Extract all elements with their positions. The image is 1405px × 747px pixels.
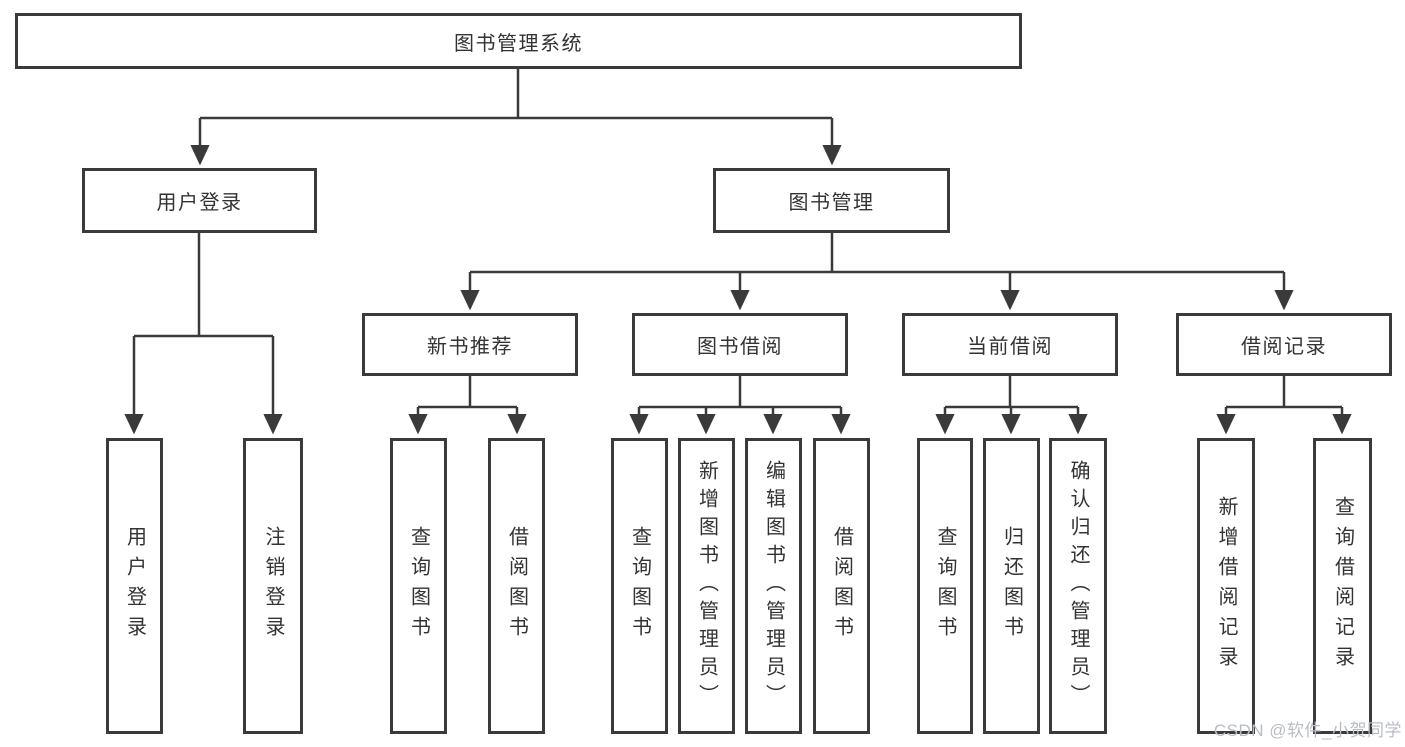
connector-root-to-level2 <box>190 69 842 166</box>
node-leaf-recommend-borrow-book: 借阅图书 <box>488 438 545 734</box>
node-leaf-add-book-admin-label: 新增图书（管理员） <box>695 460 718 712</box>
node-leaf-logout: 注销登录 <box>243 438 303 734</box>
node-new-book-recommend: 新书推荐 <box>362 313 578 376</box>
node-leaf-confirm-return-admin: 确认归还（管理员） <box>1049 438 1107 734</box>
node-borrow-records-label: 借阅记录 <box>1241 336 1327 358</box>
node-leaf-borrow-query-book-label: 查询图书 <box>628 526 651 646</box>
node-leaf-recommend-query-book-label: 查询图书 <box>407 526 430 646</box>
node-leaf-edit-book-admin: 编辑图书（管理员） <box>745 438 802 734</box>
node-leaf-query-borrow-record-label: 查询借阅记录 <box>1331 496 1354 676</box>
node-leaf-confirm-return-admin-label: 确认归还（管理员） <box>1067 460 1089 712</box>
node-book-borrow-label: 图书借阅 <box>697 336 783 358</box>
node-leaf-current-query-book-label: 查询图书 <box>934 526 956 646</box>
node-leaf-add-borrow-record-label: 新增借阅记录 <box>1215 496 1237 676</box>
connector-borrow-records-to-leaves <box>1216 376 1352 435</box>
node-leaf-edit-book-admin-label: 编辑图书（管理员） <box>762 460 785 712</box>
node-leaf-borrow-borrow-book: 借阅图书 <box>813 438 870 734</box>
node-leaf-logout-label: 注销登录 <box>262 526 284 646</box>
node-user-login-label: 用户登录 <box>156 192 243 214</box>
node-leaf-borrow-borrow-book-label: 借阅图书 <box>830 526 853 646</box>
node-root-label: 图书管理系统 <box>454 32 583 55</box>
connector-new-book-recommend-to-leaves <box>408 376 527 435</box>
connector-current-borrow-to-leaves <box>935 376 1088 435</box>
node-leaf-add-borrow-record: 新增借阅记录 <box>1197 438 1255 734</box>
node-current-borrow: 当前借阅 <box>902 313 1118 376</box>
node-book-management-label: 图书管理 <box>788 192 875 214</box>
node-current-borrow-label: 当前借阅 <box>967 336 1053 358</box>
connector-book-borrow-to-leaves <box>629 376 851 435</box>
node-leaf-add-book-admin: 新增图书（管理员） <box>678 438 735 734</box>
csdn-watermark: CSDN @软件_小贺同学 <box>1213 721 1402 740</box>
node-leaf-user-login-label: 用户登录 <box>123 526 146 646</box>
node-leaf-query-borrow-record: 查询借阅记录 <box>1313 438 1372 734</box>
node-leaf-return-book-label: 归还图书 <box>1000 526 1023 646</box>
connector-user-login-to-leaves <box>124 233 283 435</box>
node-book-management: 图书管理 <box>713 168 950 233</box>
connector-book-management-to-level3 <box>460 233 1294 311</box>
node-leaf-borrow-query-book: 查询图书 <box>611 438 668 734</box>
node-leaf-recommend-borrow-book-label: 借阅图书 <box>505 526 528 646</box>
node-root: 图书管理系统 <box>15 13 1022 69</box>
node-leaf-return-book: 归还图书 <box>983 438 1040 734</box>
node-leaf-user-login: 用户登录 <box>106 438 163 734</box>
node-borrow-records: 借阅记录 <box>1176 313 1392 376</box>
node-leaf-recommend-query-book: 查询图书 <box>390 438 447 734</box>
node-user-login: 用户登录 <box>82 168 317 233</box>
node-leaf-current-query-book: 查询图书 <box>917 438 973 734</box>
node-book-borrow: 图书借阅 <box>632 313 848 376</box>
node-new-book-recommend-label: 新书推荐 <box>427 336 513 358</box>
